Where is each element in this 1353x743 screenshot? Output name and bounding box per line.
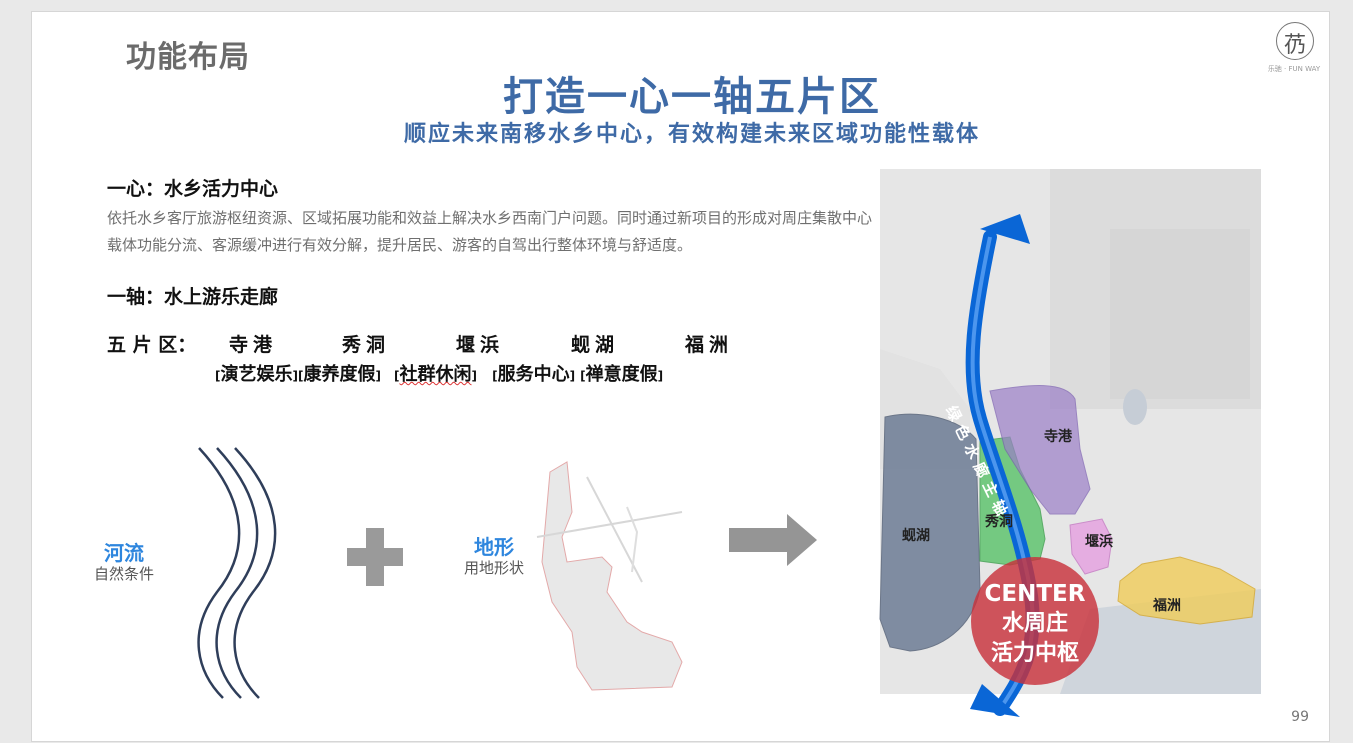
center-marker: CENTER 水周庄 活力中枢 [971,579,1099,669]
zone-function-xiudong: 康养度假 [303,364,376,385]
zone-functions-row: [演艺娱乐][康养度假] [社群休闲] [服务中心] [禅意度假] [215,364,664,385]
zone-name-sigang: 寺港 [229,334,278,356]
zone-name-xianhu: 蚬湖 [571,334,620,356]
logo-caption: 乐驰 · FUN WAY [1267,65,1321,73]
section-label: 功能布局 [126,40,250,75]
zone-function-fuzhou: 禅意度假 [585,364,658,385]
river-lines-icon [197,447,277,699]
page-subtitle: 顺应未来南移水乡中心，有效构建未来区域功能性载体 [403,122,980,147]
slide: 功能布局 打造一心一轴五片区 顺应未来南移水乡中心，有效构建未来区域功能性载体 … [31,11,1330,742]
page-number: 99 [1291,709,1309,725]
river-sublabel: 自然条件 [94,565,155,583]
map-graphic [879,169,1261,717]
map-label-xiudong: 秀洞 [985,514,1013,530]
heart-body: 依托水乡客厅旅游枢纽资源、区域拓展功能和效益上解决水乡西南门户问题。同时通过新项… [107,209,873,254]
terrain-label: 地形 [474,535,514,559]
zone-function-yanbang: 社群休闲 [399,364,472,385]
zoning-map: 绿色水廊主轴 寺港 秀洞 堰浜 蚬湖 福洲 CENTER 水周庄 活力中枢 [879,169,1261,717]
logo-circle-icon: 芿 [1276,22,1314,60]
map-label-yanbang: 堰浜 [1085,534,1113,550]
terrain-sublabel: 用地形状 [464,559,525,577]
arrow-right-icon [729,514,817,566]
center-line-2: 水周庄 [1001,611,1068,636]
plus-icon [347,528,403,586]
heart-heading: 一心：水乡活力中心 [107,178,279,200]
terrain-shape-icon [536,461,683,691]
map-label-xianhu: 蚬湖 [902,528,930,544]
zone-name-yanbang: 堰浜 [456,334,505,356]
brand-logo: 芿 乐驰 · FUN WAY [1268,22,1320,87]
zone-name-fuzhou: 福洲 [685,334,734,356]
zone-name-xiudong: 秀洞 [342,334,391,356]
axis-heading: 一轴：水上游乐走廊 [107,286,279,308]
zone-function-xianhu: 服务中心 [497,364,570,385]
zones-label: 五 片 区： [107,334,197,356]
river-label: 河流 [104,541,144,565]
zone-function-sigang: 演艺娱乐 [220,364,293,385]
map-label-fuzhou: 福洲 [1153,598,1181,614]
center-line-3: 活力中枢 [990,641,1079,666]
center-title: CENTER [984,581,1086,607]
map-label-sigang: 寺港 [1044,429,1072,445]
page-title: 打造一心一轴五片区 [503,74,881,120]
